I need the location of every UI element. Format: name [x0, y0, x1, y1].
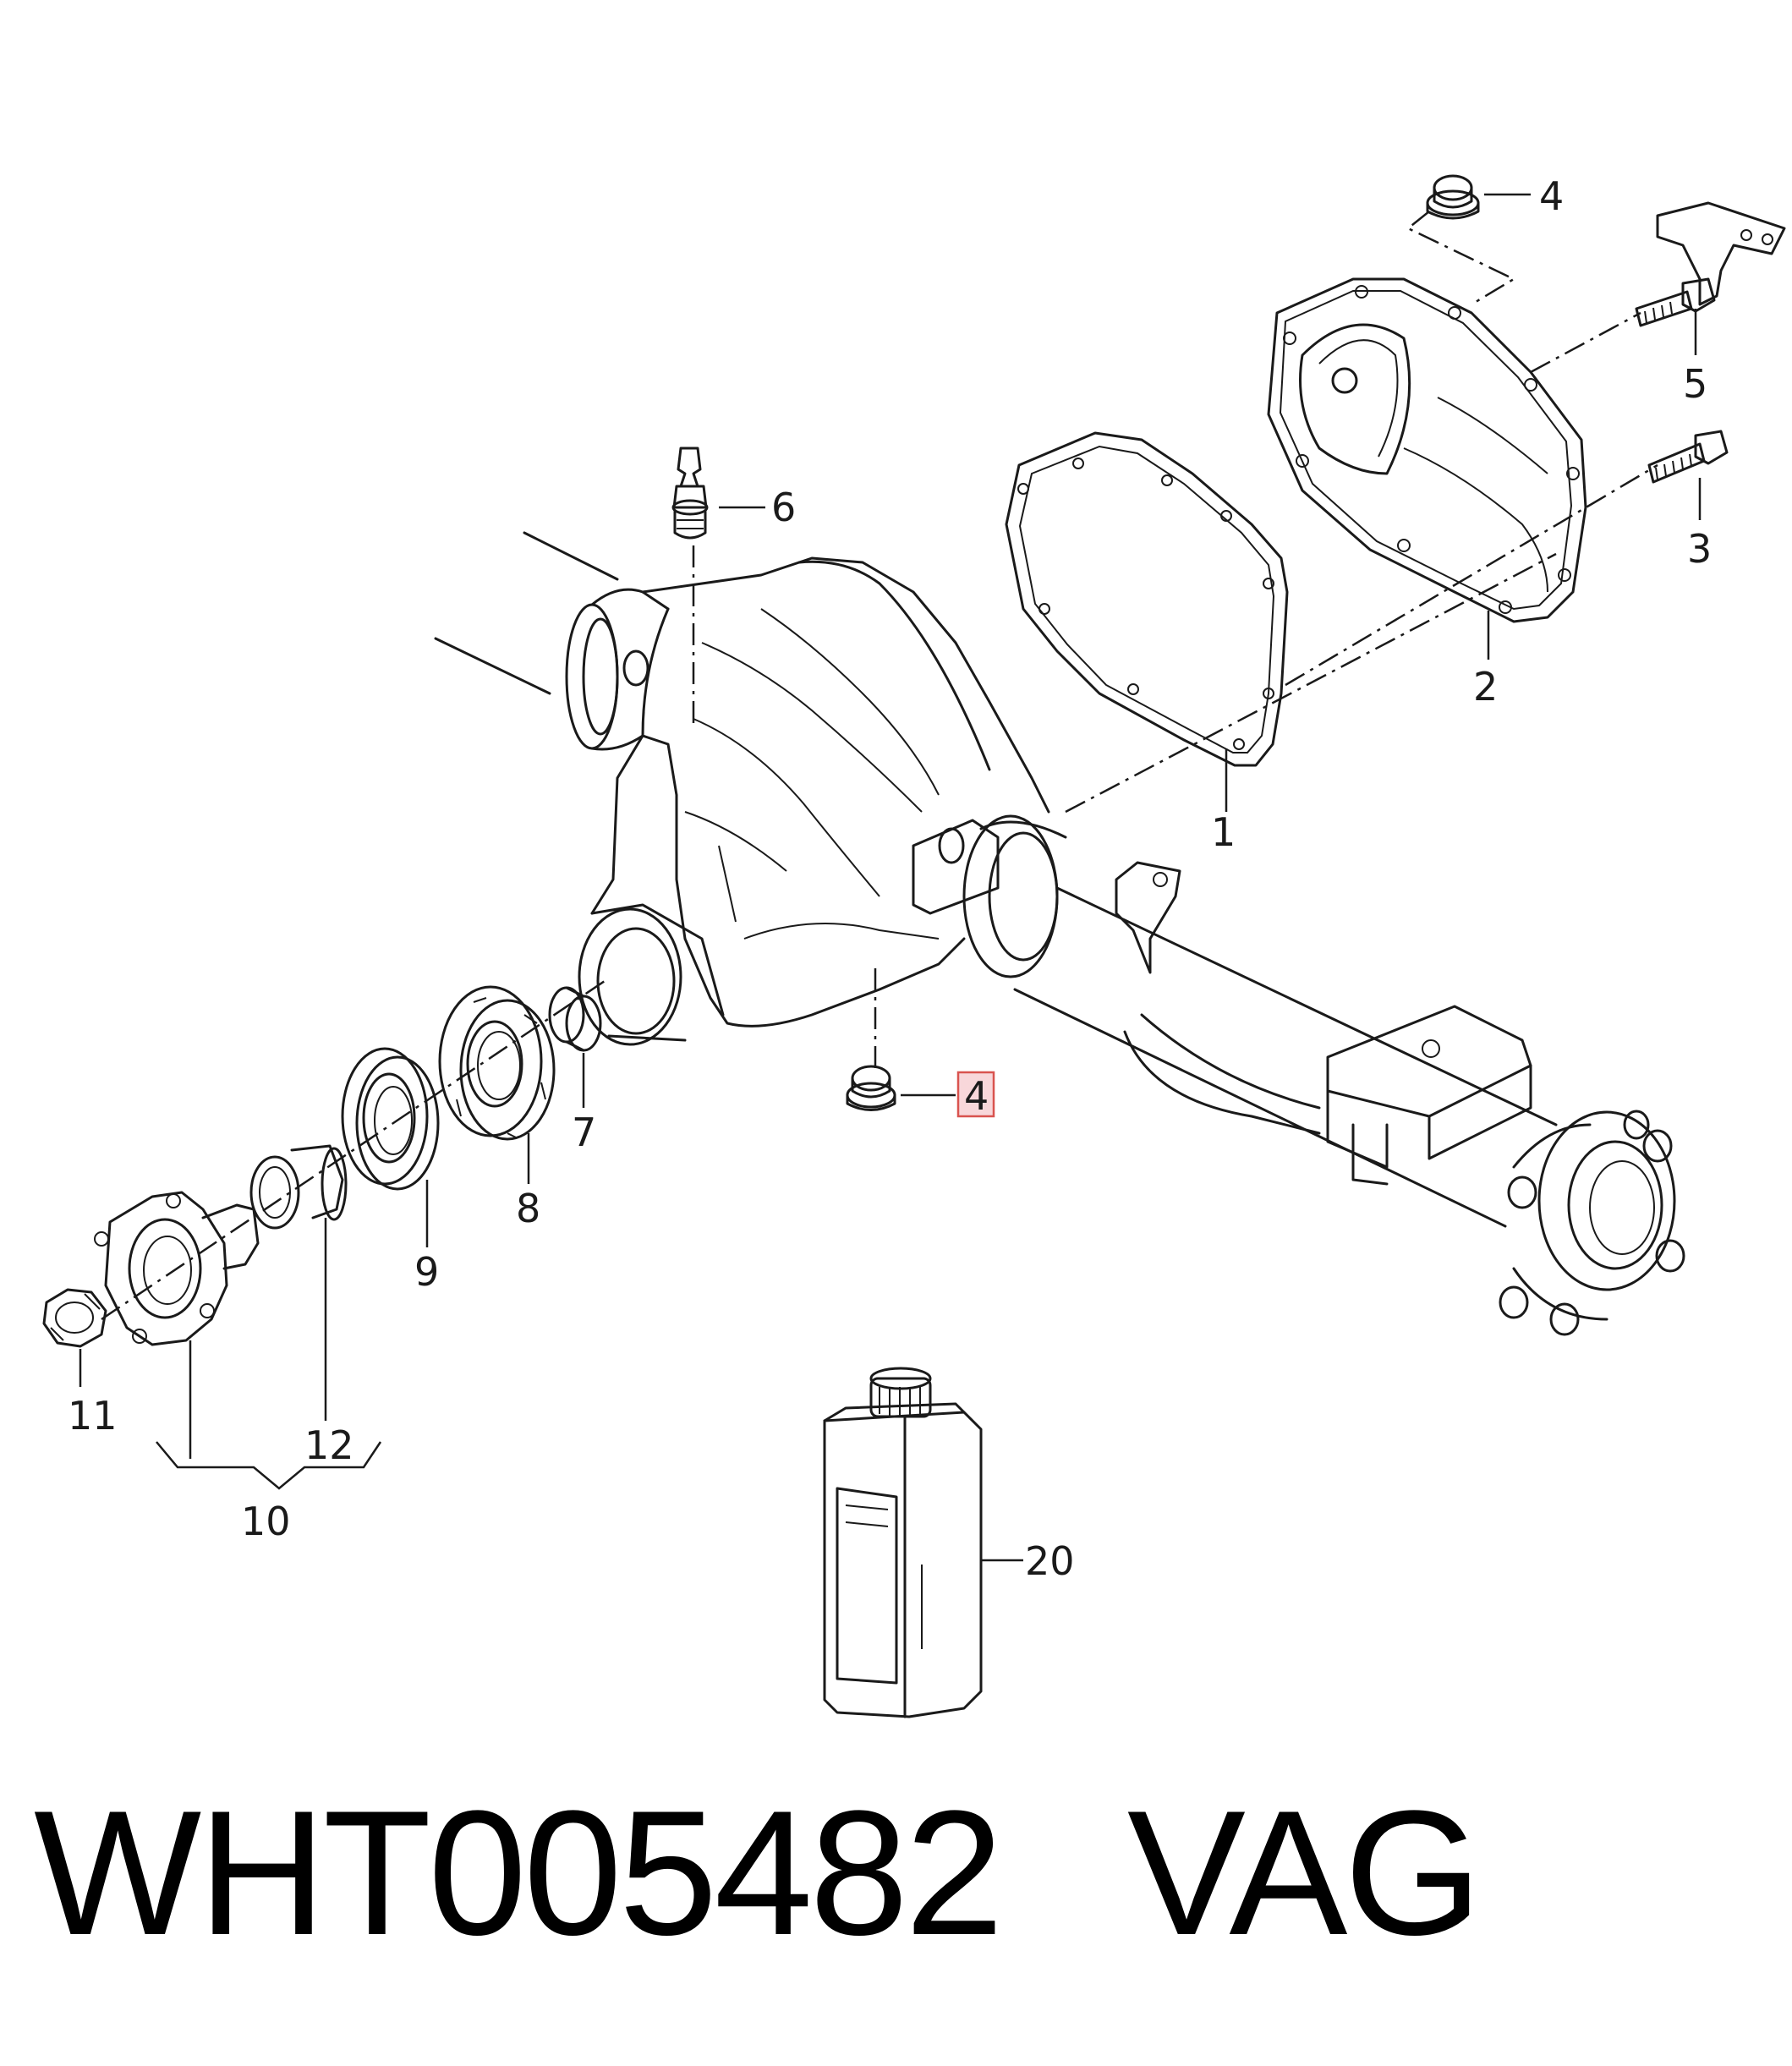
- bearing-8: [438, 985, 556, 1141]
- bracket-bolt-5: [1635, 201, 1786, 327]
- callout-labels: 1 2 3 4 4 5 6 7 8 9 10 11 12 20: [68, 173, 1712, 1584]
- callout-4-bottom: 4: [964, 1073, 989, 1119]
- assembly-lines: [101, 211, 1658, 1321]
- callout-2: 2: [1473, 664, 1498, 710]
- oil-seal-9: [341, 1047, 440, 1191]
- callout-11: 11: [68, 1393, 118, 1439]
- flange-nut-11: [42, 1288, 107, 1348]
- breather-6: [671, 447, 709, 540]
- callout-12: 12: [304, 1422, 354, 1468]
- differential-housing: [434, 531, 1067, 1046]
- collapsible-spacer-7: [548, 986, 602, 1052]
- caption: WHT005482 VAG: [34, 1773, 1482, 1972]
- oil-bottle-20: [823, 1367, 983, 1718]
- axle-tube: [1013, 861, 1685, 1336]
- callout-4-top: 4: [1539, 173, 1564, 219]
- callout-8: 8: [516, 1186, 540, 1231]
- drive-flange-10: [94, 1191, 260, 1346]
- plug-4-bottom: [846, 1065, 896, 1111]
- callout-6: 6: [771, 485, 796, 530]
- callout-4-bottom-highlight: [956, 1071, 995, 1118]
- leader-lines: [79, 193, 1702, 1562]
- plug-4-top: [1426, 174, 1480, 220]
- callout-20: 20: [1025, 1538, 1075, 1584]
- wheel-studs: [1499, 1110, 1685, 1336]
- callout-3: 3: [1687, 526, 1712, 572]
- callout-7: 7: [572, 1110, 596, 1155]
- differential-cover: [1267, 277, 1587, 623]
- cover-bolt-3: [1647, 430, 1729, 484]
- callout-10: 10: [241, 1499, 291, 1544]
- cover-gasket: [1005, 431, 1289, 767]
- part-number: WHT005482: [34, 1773, 1004, 1972]
- callout-5: 5: [1683, 361, 1707, 407]
- shim-12: [249, 1144, 348, 1230]
- callout-9: 9: [414, 1249, 439, 1295]
- callout-1: 1: [1211, 809, 1236, 855]
- brand-name: VAG: [1126, 1773, 1482, 1972]
